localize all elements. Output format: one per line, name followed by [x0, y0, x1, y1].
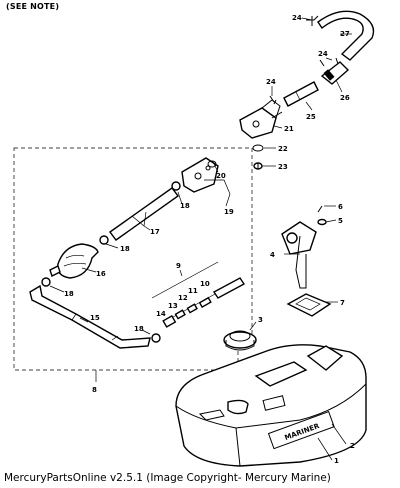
- clamp-18-mid: [99, 235, 109, 245]
- fuel-connector-21: [239, 99, 283, 139]
- callout-16: 16: [96, 270, 106, 278]
- callout-19: 19: [224, 208, 234, 216]
- callout-8: 8: [92, 386, 97, 394]
- hose-15: [29, 284, 151, 349]
- fuel-tank-1: MARINER: [175, 344, 367, 467]
- callout-24-b: 24: [318, 50, 328, 58]
- screw-5: [317, 218, 327, 226]
- callout-7: 7: [340, 299, 345, 307]
- screw-23: [253, 162, 263, 170]
- fuel-line-assembly-boundary: [13, 147, 253, 371]
- clamp-24-fitting: [269, 95, 277, 105]
- clamp-18-bottom: [151, 333, 161, 343]
- callout-2: 2: [350, 442, 355, 450]
- clamp-18-upper: [171, 181, 181, 191]
- callout-27: 27: [340, 30, 350, 38]
- fuel-pickup-4: [281, 221, 317, 289]
- callout-5: 5: [338, 217, 343, 225]
- callout-24-c: 24: [266, 78, 276, 86]
- hose-17: [109, 187, 179, 241]
- hose-25: [283, 81, 319, 107]
- see-note-label: (SEE NOTE): [6, 2, 60, 11]
- screw-6: [317, 205, 323, 213]
- callout-11: 11: [188, 287, 198, 295]
- top-hose-27: [317, 10, 375, 61]
- gasket-7: [286, 293, 332, 317]
- fuel-connector-bracket-19: [181, 157, 219, 193]
- callout-26: 26: [340, 94, 350, 102]
- callout-6: 6: [338, 203, 343, 211]
- callout-labels: 1 2 3 4 5 6 7 8 9 10 11 12 13 14 15 16 1…: [64, 14, 355, 465]
- callout-25: 25: [306, 113, 316, 121]
- callout-4: 4: [270, 251, 275, 259]
- callout-10: 10: [200, 280, 210, 288]
- callout-12: 12: [178, 294, 188, 302]
- callout-23: 23: [278, 163, 288, 171]
- hose-clamp-24-mid: [319, 57, 339, 67]
- callout-18-b: 18: [120, 245, 130, 253]
- primer-bulb-16: [49, 243, 99, 279]
- callout-13: 13: [168, 302, 178, 310]
- callout-9: 9: [176, 262, 181, 270]
- fill-cap-3: [223, 330, 257, 351]
- callout-1: 1: [334, 457, 339, 465]
- callout-18-c: 18: [64, 290, 74, 298]
- callout-3: 3: [258, 316, 263, 324]
- callout-22: 22: [278, 145, 288, 153]
- fuel-connector-9: [151, 261, 246, 328]
- leaders: [49, 17, 352, 461]
- callout-15: 15: [90, 314, 100, 322]
- callout-21: 21: [284, 125, 294, 133]
- connector-26: [320, 61, 350, 85]
- clamp-18-lower: [41, 277, 51, 287]
- copyright-footer: MercuryPartsOnline v2.5.1 (Image Copyrig…: [4, 472, 331, 484]
- callout-17: 17: [150, 228, 160, 236]
- callout-18-d: 18: [134, 325, 144, 333]
- o-ring-20: [207, 160, 217, 168]
- callout-14: 14: [156, 310, 166, 318]
- washer-22: [252, 144, 264, 152]
- callout-24-a: 24: [292, 14, 302, 22]
- hose-clamp-24-top: [306, 15, 319, 26]
- callout-18-a: 18: [180, 202, 190, 210]
- callout-20: 20: [216, 172, 226, 180]
